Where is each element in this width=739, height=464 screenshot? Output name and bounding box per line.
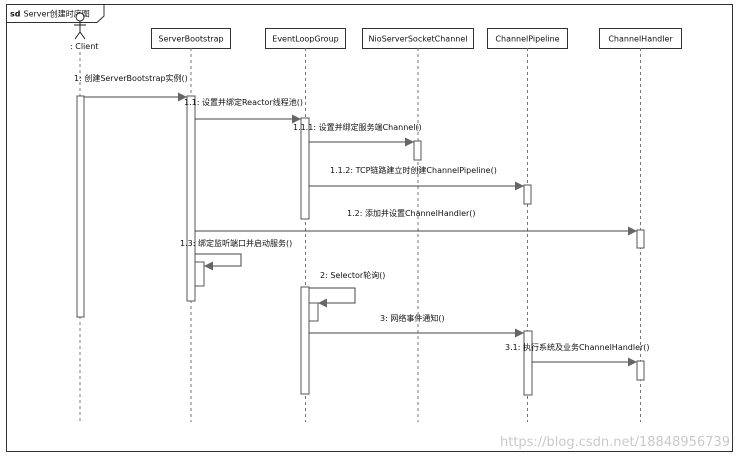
activation-serverbootstrap [186,95,196,302]
participant-serverbootstrap: ServerBootstrap [151,28,231,49]
frame-keyword: sd [10,10,21,19]
message-arrow [309,287,356,308]
watermark: https://blog.csdn.net/18848956739 [500,435,730,450]
activation-eventloopgroup-2 [300,286,310,395]
message-1-1: 1.1: 设置并绑定Reactor线程池() [184,97,303,124]
activation-eventloopgroup-1 [300,117,310,220]
message-3: 3: 网络事件通知() [309,313,524,338]
activation-nioserversocketchannel [413,140,422,161]
diagram-frame [6,4,733,452]
message-label: 1: 创建ServerBootstrap实例() [74,73,188,83]
activation-channelpipeline-2 [523,330,533,396]
message-2: 2: Selector轮询() [309,270,385,308]
participant-eventloopgroup: EventLoopGroup [265,28,346,49]
message-label: 2: Selector轮询() [320,270,385,280]
actor-leg-left [74,31,81,40]
message-label: 1.2: 添加并设置ChannelHandler() [347,208,476,218]
message-label: 1.1: 设置并绑定Reactor线程池() [184,97,303,107]
message-1-2: 1.2: 添加并设置ChannelHandler() [195,208,637,236]
participant-label: ServerBootstrap [158,35,223,44]
message-3-1: 3.1: 执行系统及业务ChannelHandler() [505,342,650,367]
message-1-3: 1.3: 绑定监听端口并启动服务() [180,238,292,271]
message-1: 1: 创建ServerBootstrap实例() [74,73,188,102]
message-label: 3.1: 执行系统及业务ChannelHandler() [505,342,650,352]
activation-channelhandler-1 [636,229,645,249]
actor-leg-right [79,31,86,40]
message-1-1-1: 1.1.1: 设置并绑定服务端Channel() [293,122,422,147]
participant-channelpipeline: ChannelPipeline [487,28,568,49]
message-label: 3: 网络事件通知() [380,313,445,323]
activation-client [76,95,85,318]
activation-eventloopgroup-self [308,302,319,322]
message-1-1-2: 1.1.2: TCP链路建立时创建ChannelPipeline() [309,165,524,191]
activation-channelpipeline-1 [523,184,532,205]
participant-label: EventLoopGroup [272,35,338,44]
activation-serverbootstrap-self [194,261,205,287]
message-label: 1.3: 绑定监听端口并启动服务() [180,238,292,248]
message-label: 1.1.2: TCP链路建立时创建ChannelPipeline() [330,165,497,175]
actor-head [75,12,85,22]
participant-label: ChannelPipeline [495,35,559,44]
participant-nioserversocketchannel: NioServerSocketChannel [362,28,474,49]
actor-client: : Client [70,12,98,51]
message-arrow [195,253,242,271]
participant-label: NioServerSocketChannel [369,35,468,44]
actor-label: : Client [70,42,98,51]
participant-channelhandler: ChannelHandler [599,28,682,49]
activation-channelhandler-2 [636,360,645,381]
frame-title-text: Server创建时序图 [24,9,90,19]
participant-label: ChannelHandler [608,35,673,44]
message-label: 1.1.1: 设置并绑定服务端Channel() [293,122,422,132]
